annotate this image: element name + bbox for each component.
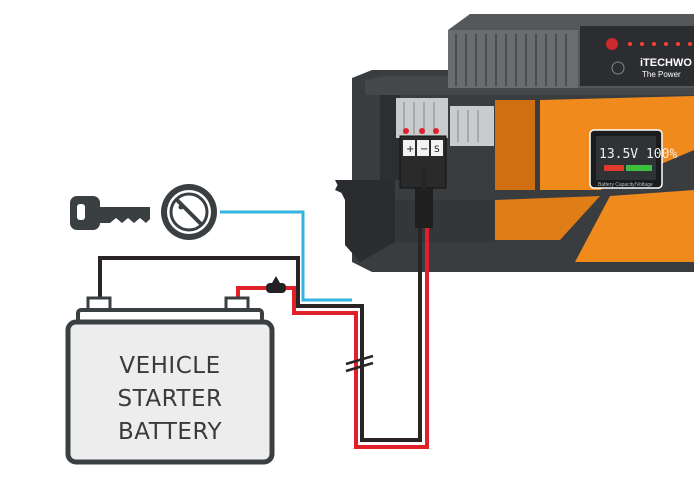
lcd-caption: Battery Capacity/Voltage [598,182,653,188]
positive-wire [236,286,266,300]
wiring [98,192,429,449]
battery-label-line3: BATTERY [118,419,222,445]
negative-wire [98,192,422,442]
battery-label-line1: VEHICLE [119,353,220,379]
orange-panels [495,96,694,262]
device-brand: iTECHWO [640,57,692,69]
lcd-display: 13.5V 100% Battery Capacity/Voltage [589,129,677,189]
svg-text:+: + [406,144,414,155]
svg-text:−: − [420,144,428,155]
vehicle-starter-battery: VEHICLE STARTER BATTERY [65,296,275,465]
lcd-reading: 13.5V 100% [599,147,677,162]
power-station-device: iTECHWO The Power + − S [335,14,694,272]
power-button-icon [606,38,618,50]
ignition-switch-icon [161,184,217,240]
fuse-icon [266,276,286,293]
svg-text:S: S [434,145,440,155]
cable-connector-plug [415,188,433,228]
key-icon [70,196,150,230]
status-leds [628,42,692,46]
inline-break-icon [345,354,374,373]
device-tagline: The Power [642,70,681,79]
ignition-wire [220,210,352,302]
top-module: iTECHWO The Power [448,14,694,88]
battery-label-line2: STARTER [118,386,223,412]
